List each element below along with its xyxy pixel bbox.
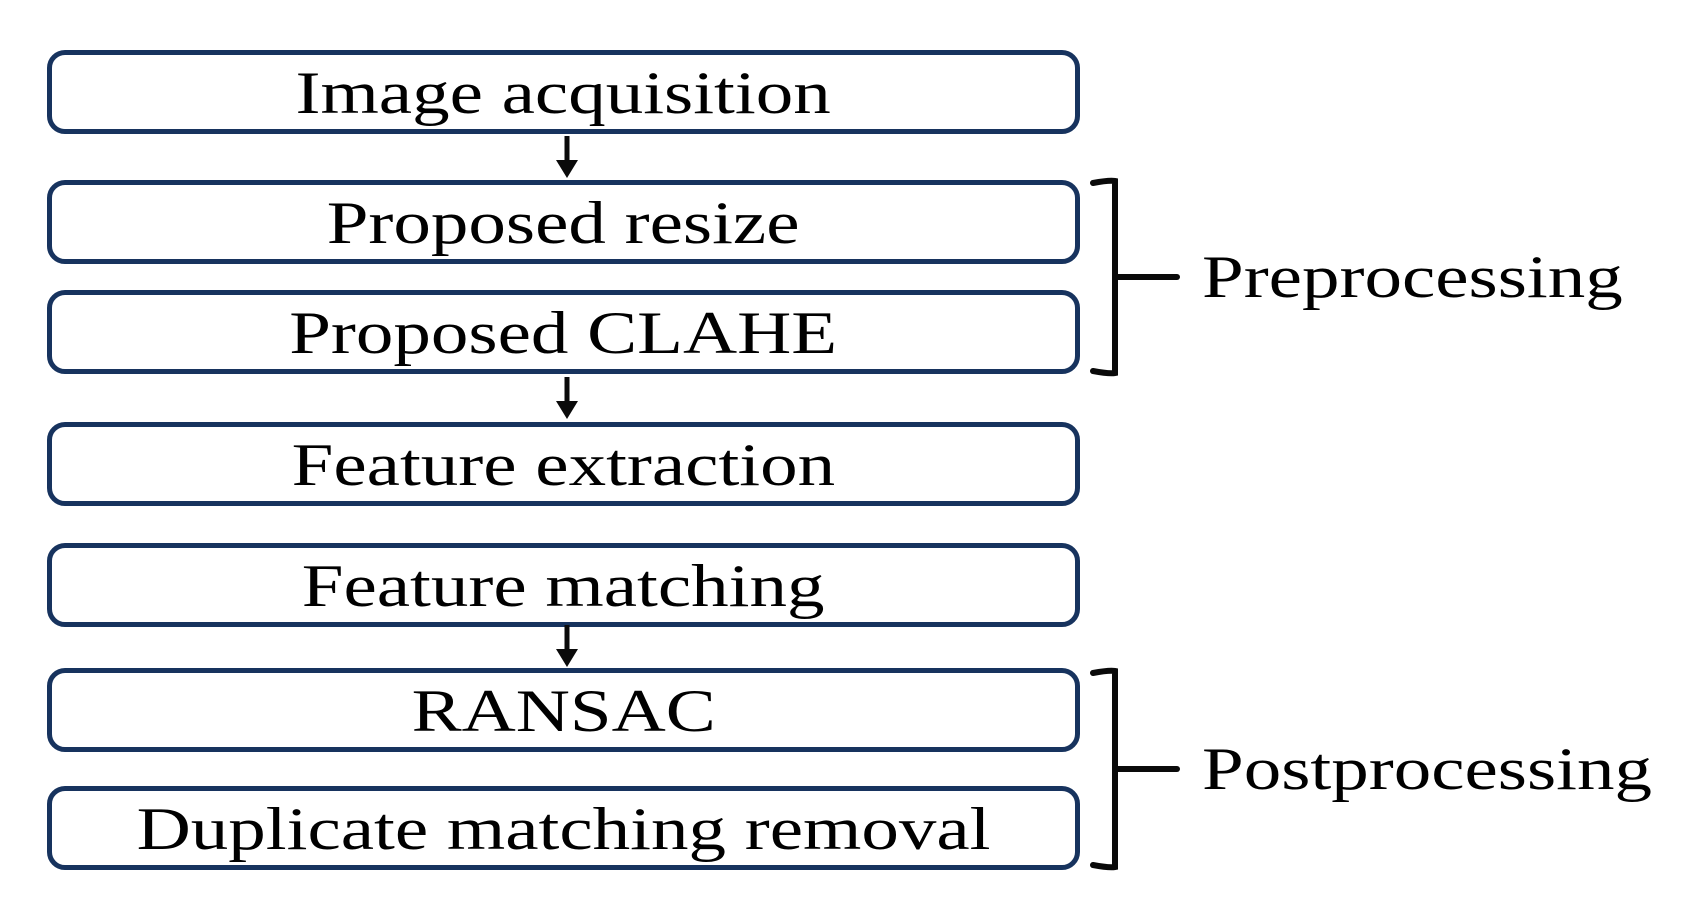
box-feature-extraction: Feature extraction bbox=[47, 422, 1080, 506]
box-label: Proposed resize bbox=[327, 190, 800, 256]
box-proposed-resize: Proposed resize bbox=[47, 180, 1080, 264]
box-label: Feature extraction bbox=[291, 432, 836, 498]
box-label: Proposed CLAHE bbox=[289, 300, 838, 366]
bracket-preprocessing-icon bbox=[1090, 177, 1180, 377]
arrow-down-icon bbox=[556, 625, 578, 667]
group-label-preprocessing: Preprocessing bbox=[1202, 244, 1623, 310]
box-duplicate-matching-removal: Duplicate matching removal bbox=[47, 786, 1080, 870]
box-image-acquisition: Image acquisition bbox=[47, 50, 1080, 134]
arrow-down-icon bbox=[556, 377, 578, 419]
bracket-postprocessing-icon bbox=[1090, 667, 1180, 871]
box-label: Duplicate matching removal bbox=[136, 796, 991, 862]
box-proposed-clahe: Proposed CLAHE bbox=[47, 290, 1080, 374]
box-ransac: RANSAC bbox=[47, 668, 1080, 752]
box-label: Feature matching bbox=[302, 553, 825, 619]
box-feature-matching: Feature matching bbox=[47, 543, 1080, 627]
arrow-down-icon bbox=[556, 136, 578, 178]
box-label: RANSAC bbox=[411, 678, 716, 744]
group-label-postprocessing: Postprocessing bbox=[1202, 736, 1652, 802]
box-label: Image acquisition bbox=[295, 60, 832, 126]
